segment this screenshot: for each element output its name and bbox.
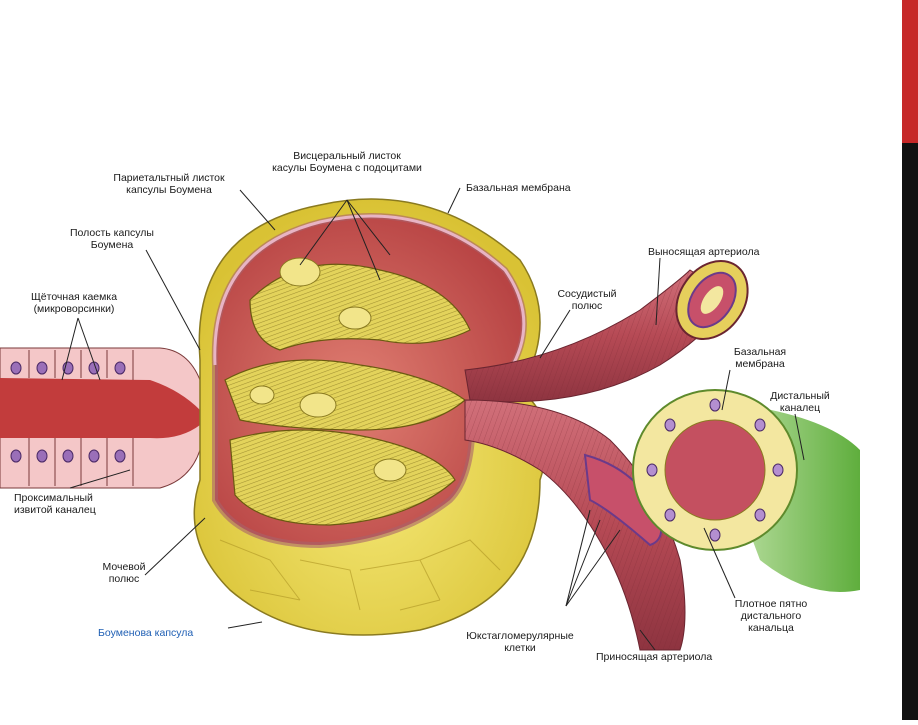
distal-tubule <box>632 389 860 592</box>
capillary-tuft <box>224 257 471 526</box>
leader-lines <box>61 187 805 651</box>
label-afferent-arteriole: Приносящая артериола <box>596 651 713 663</box>
label-brush-border: Щёточная каемка(микроворсинки) <box>30 291 118 315</box>
label-bowman-capsule: Боуменова капсула <box>98 627 194 639</box>
efferent-arteriole <box>464 260 749 403</box>
label-basal-membrane-top: Базальная мембрана <box>466 182 571 194</box>
sidebar-accent <box>902 0 918 143</box>
proximal-tubule <box>0 347 201 489</box>
afferent-arteriole <box>464 399 686 651</box>
label-efferent-arteriole: Выносящая артериола <box>648 246 760 258</box>
right-sidebar <box>902 0 918 720</box>
